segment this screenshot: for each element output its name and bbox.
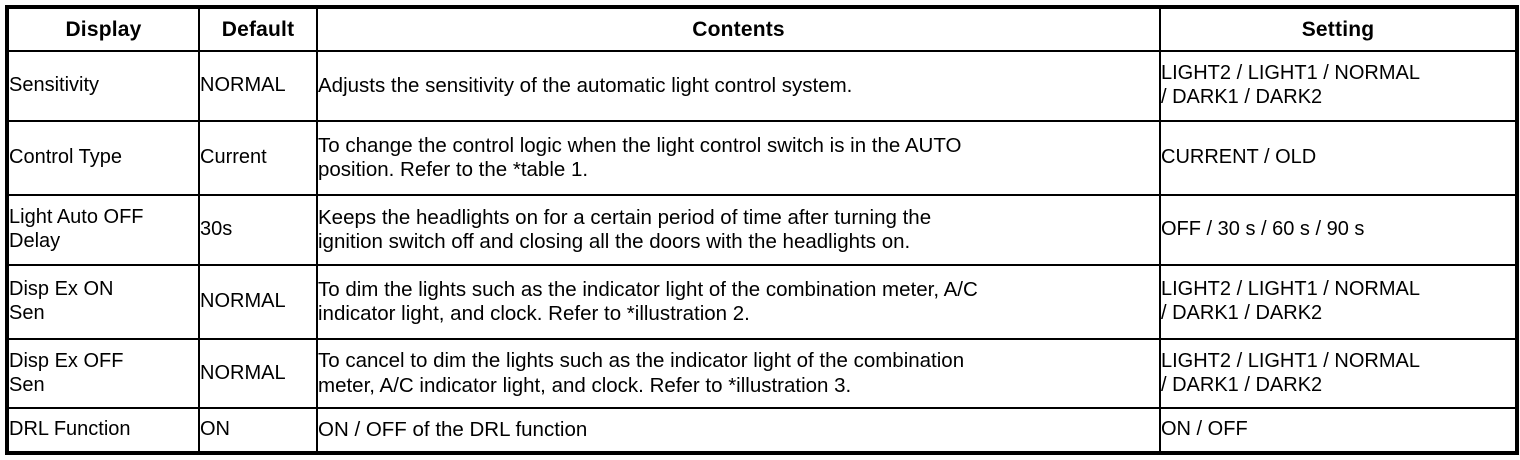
cell-contents-line-1: ON / OFF of the DRL function	[318, 417, 588, 441]
cell-setting-line-1: CURRENT / OLD	[1161, 146, 1317, 169]
cell-default: NORMAL	[198, 264, 318, 340]
cell-setting-line-1: LIGHT2 / LIGHT1 / NORMAL	[1161, 62, 1420, 85]
cell-setting: LIGHT2 / LIGHT1 / NORMAL / DARK1 / DARK2	[1159, 264, 1518, 340]
cell-setting-line-1: LIGHT2 / LIGHT1 / NORMAL	[1161, 349, 1420, 372]
cell-setting: ON / OFF	[1159, 407, 1518, 454]
cell-display: Disp Ex OFF Sen	[6, 338, 200, 409]
table-row: Control Type Current To change the contr…	[6, 120, 1518, 196]
cell-display: Sensitivity	[6, 50, 200, 122]
cell-display-line-1: DRL Function	[9, 418, 131, 441]
cell-display-line-1: Sensitivity	[9, 74, 100, 97]
table-row: Disp Ex ON Sen NORMAL To dim the lights …	[6, 264, 1518, 340]
cell-setting-line-1: LIGHT2 / LIGHT1 / NORMAL	[1161, 278, 1420, 301]
table-row: Sensitivity NORMAL Adjusts the sensitivi…	[6, 50, 1518, 122]
cell-display: Light Auto OFF Delay	[6, 194, 200, 266]
cell-setting: LIGHT2 / LIGHT1 / NORMAL / DARK1 / DARK2	[1159, 50, 1518, 122]
cell-contents-line-1: To change the control logic when the lig…	[318, 133, 962, 157]
cell-contents-line-2: meter, A/C indicator light, and clock. R…	[318, 373, 852, 397]
cell-contents-line-2: position. Refer to the *table 1.	[318, 158, 589, 181]
cell-display-line-2: Delay	[9, 230, 61, 252]
table-row: Disp Ex OFF Sen NORMAL To cancel to dim …	[6, 338, 1518, 409]
table-row: Light Auto OFF Delay 30s Keeps the headl…	[6, 194, 1518, 266]
cell-contents-line-2: ignition switch off and closing all the …	[318, 230, 911, 253]
vehicle-settings-table: Display Default Contents Setting Sensiti…	[5, 5, 1519, 455]
cell-contents-line-1: Adjusts the sensitivity of the automatic…	[318, 73, 853, 97]
column-header-contents: Contents	[316, 6, 1161, 52]
cell-default: ON	[198, 407, 318, 454]
cell-contents: To change the control logic when the lig…	[316, 120, 1161, 196]
cell-setting: OFF / 30 s / 60 s / 90 s	[1159, 194, 1518, 266]
cell-contents: To dim the lights such as the indicator …	[316, 264, 1161, 340]
cell-contents: ON / OFF of the DRL function	[316, 407, 1161, 454]
cell-default: NORMAL	[198, 50, 318, 122]
settings-table-container: Display Default Contents Setting Sensiti…	[5, 5, 1519, 455]
cell-contents: To cancel to dim the lights such as the …	[316, 338, 1161, 409]
cell-display: Disp Ex ON Sen	[6, 264, 200, 340]
cell-contents: Adjusts the sensitivity of the automatic…	[316, 50, 1161, 122]
cell-setting-line-2: / DARK1 / DARK2	[1161, 373, 1323, 396]
column-header-display: Display	[6, 6, 200, 52]
cell-display-line-1: Disp Ex ON	[9, 278, 114, 301]
column-header-setting: Setting	[1159, 6, 1518, 52]
cell-setting: CURRENT / OLD	[1159, 120, 1518, 196]
cell-display-line-1: Disp Ex OFF	[9, 349, 124, 372]
table-body: Sensitivity NORMAL Adjusts the sensitivi…	[6, 50, 1518, 454]
table-row: DRL Function ON ON / OFF of the DRL func…	[6, 407, 1518, 454]
cell-setting-line-2: / DARK1 / DARK2	[1161, 302, 1323, 324]
cell-display: DRL Function	[6, 407, 200, 454]
cell-display-line-1: Control Type	[9, 146, 123, 169]
cell-default: 30s	[198, 194, 318, 266]
cell-display: Control Type	[6, 120, 200, 196]
column-header-default: Default	[198, 6, 318, 52]
cell-setting-line-1: ON / OFF	[1161, 418, 1248, 441]
table-header: Display Default Contents Setting	[6, 6, 1518, 52]
cell-contents-line-1: To cancel to dim the lights such as the …	[318, 349, 965, 373]
cell-display-line-1: Light Auto OFF	[9, 206, 144, 229]
table-header-row: Display Default Contents Setting	[6, 6, 1518, 52]
cell-display-line-2: Sen	[9, 302, 45, 324]
cell-default: Current	[198, 120, 318, 196]
cell-setting-line-2: / DARK1 / DARK2	[1161, 86, 1323, 108]
cell-contents: Keeps the headlights on for a certain pe…	[316, 194, 1161, 266]
cell-default: NORMAL	[198, 338, 318, 409]
cell-setting-line-1: OFF / 30 s / 60 s / 90 s	[1161, 218, 1365, 241]
cell-contents-line-1: Keeps the headlights on for a certain pe…	[318, 205, 932, 229]
cell-contents-line-1: To dim the lights such as the indicator …	[318, 277, 978, 301]
cell-setting: LIGHT2 / LIGHT1 / NORMAL / DARK1 / DARK2	[1159, 338, 1518, 409]
cell-contents-line-2: indicator light, and clock. Refer to *il…	[318, 302, 750, 325]
cell-display-line-2: Sen	[9, 373, 45, 396]
